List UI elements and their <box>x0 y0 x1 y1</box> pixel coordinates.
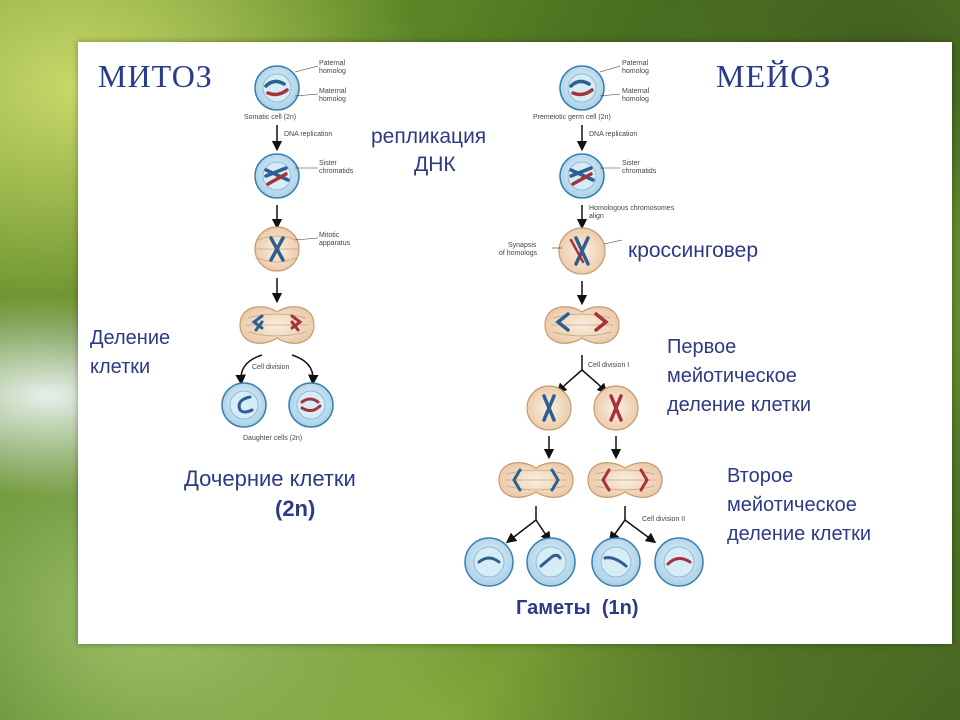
small-daughter-cells: Daughter cells (2n) <box>243 435 303 442</box>
arrow <box>608 506 626 543</box>
label-gametes: Гаметы (1n) <box>516 597 639 619</box>
label-daughter-2n: (2n) <box>275 496 316 521</box>
gamete-4 <box>654 537 704 587</box>
label-second-3: деление клетки <box>727 523 872 545</box>
label-crossing-over: кроссинговер <box>628 239 759 262</box>
mitosis-somatic-cell <box>254 65 319 111</box>
small-dna-replication-meiosis: DNA replication <box>589 131 638 138</box>
small-maternal-2-meiosis: homolog <box>622 96 649 103</box>
meiosis-second-cell-left <box>526 385 572 431</box>
label-daughter-cells: Дочерние клетки <box>184 466 356 491</box>
meiosis-column <box>464 65 704 587</box>
mitosis-metaphase-cell <box>254 226 319 272</box>
small-synapsis-2: of homologs <box>499 250 538 257</box>
small-sister-1: Sister <box>319 160 337 167</box>
small-maternal-1-meiosis: Maternal <box>622 88 650 95</box>
label-second-2: мейотическое <box>727 494 857 516</box>
label-second-1: Второе <box>727 465 794 487</box>
small-cell-division-2: Cell division II <box>642 516 686 523</box>
small-somatic-cell: Somatic cell (2n) <box>244 114 297 121</box>
arrow <box>235 354 263 386</box>
meiosis-replicated-cell <box>559 153 620 199</box>
small-mitotic-2: apparatus <box>319 240 351 247</box>
arrow <box>535 519 551 543</box>
small-sister-2-meiosis: chromatids <box>622 168 657 175</box>
small-mitotic-1: Mitotic <box>319 232 340 239</box>
title-mitosis: МИТОЗ <box>98 58 213 94</box>
small-paternal-1-meiosis: Paternal <box>622 60 649 67</box>
arrow <box>505 506 537 544</box>
mitosis-dividing-cell <box>239 306 315 344</box>
small-homologous-1: Homologous chromosomes <box>589 205 675 212</box>
gamete-2 <box>526 537 576 587</box>
small-sister-2: chromatids <box>319 168 354 175</box>
small-sister-1-meiosis: Sister <box>622 160 640 167</box>
meiosis-synapsis-cell <box>552 227 623 275</box>
small-paternal-1: Paternal <box>319 60 346 67</box>
title-meiosis: МЕЙОЗ <box>716 58 832 94</box>
meiosis-germ-cell <box>559 65 621 111</box>
mitosis-column <box>221 65 334 428</box>
meiosis-second-dividing-left <box>498 462 574 498</box>
label-replication-1: репликация <box>371 125 487 148</box>
label-first-2: мейотическое <box>667 365 797 387</box>
slide-frame <box>78 42 952 644</box>
small-dna-replication-mitosis: DNA replication <box>284 131 333 138</box>
label-division-1: Деление <box>90 327 171 349</box>
small-cell-division-1: Cell division I <box>588 362 630 369</box>
arrow <box>291 354 319 386</box>
small-maternal-2: homolog <box>319 96 346 103</box>
small-maternal-1: Maternal <box>319 88 347 95</box>
meiosis-second-dividing-right <box>587 462 663 498</box>
label-division-2: клетки <box>90 356 151 378</box>
arrow <box>596 382 608 394</box>
gamete-3 <box>591 537 641 587</box>
arrow <box>624 519 657 544</box>
label-first-3: деление клетки <box>667 394 812 416</box>
small-germ-cell: Premeiotic germ cell (2n) <box>533 114 611 121</box>
small-paternal-2-meiosis: homolog <box>622 68 649 75</box>
mitosis-daughter-cell-right <box>288 382 334 428</box>
label-replication-2: ДНК <box>414 153 456 176</box>
mitosis-daughter-cell-left <box>221 382 267 428</box>
label-first-1: Первое <box>667 336 737 358</box>
meiosis-first-dividing-cell <box>544 306 620 344</box>
meiosis-second-cell-right <box>593 385 639 431</box>
small-synapsis-1: Synapsis <box>508 242 537 249</box>
small-paternal-2: homolog <box>319 68 346 75</box>
mitosis-replicated-cell <box>254 153 318 199</box>
small-cell-division: Cell division <box>252 364 290 371</box>
small-homologous-2: align <box>589 213 604 220</box>
arrow <box>565 355 599 385</box>
gamete-1 <box>464 537 514 587</box>
